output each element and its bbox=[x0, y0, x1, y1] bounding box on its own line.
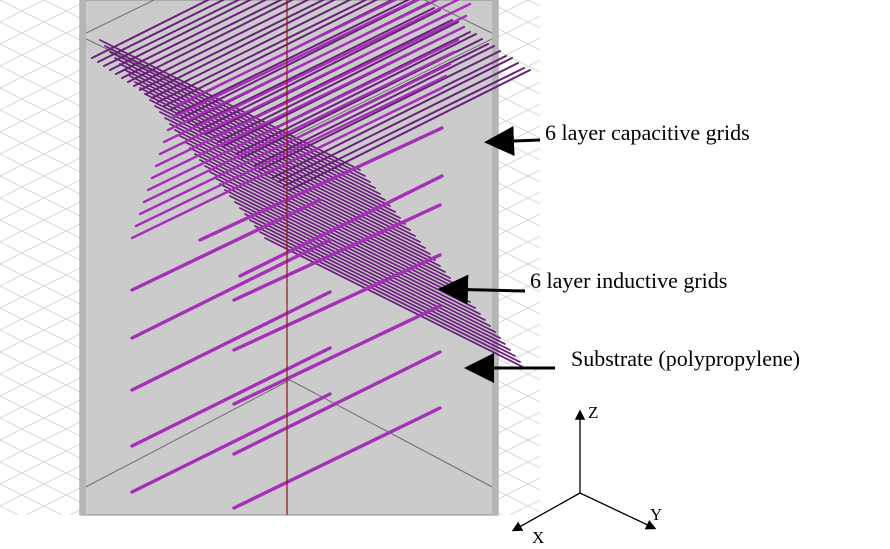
capacitive-wire bbox=[209, 171, 471, 303]
capacitive-wire bbox=[91, 0, 211, 59]
y-axis bbox=[579, 492, 657, 530]
y-axis-label: Y bbox=[650, 505, 662, 524]
capacitive-wire bbox=[119, 63, 381, 195]
capacitive-wire bbox=[103, 0, 241, 67]
inductive-wire bbox=[232, 203, 442, 302]
capacitive-wire bbox=[97, 0, 226, 63]
capacitive-wire bbox=[264, 237, 526, 369]
inductive-wire bbox=[232, 304, 442, 406]
capacitive-wire bbox=[249, 219, 511, 351]
z-axis-label: Z bbox=[588, 403, 598, 422]
inductive-wire bbox=[198, 126, 444, 242]
capacitive-wire bbox=[133, 0, 310, 87]
inductive-grid-wires bbox=[130, 126, 444, 510]
capacitive-wire bbox=[162, 0, 461, 144]
capacitive-wire bbox=[170, 0, 419, 120]
inductive-wire bbox=[130, 238, 332, 340]
capacitive-wire bbox=[234, 201, 496, 333]
capacitive-grid-wires bbox=[91, 0, 531, 369]
capacitive-wire bbox=[121, 0, 283, 79]
capacitive-wire bbox=[151, 0, 352, 99]
capacitive-wire bbox=[129, 75, 391, 207]
capacitive-arrow bbox=[484, 126, 541, 157]
inductive-wire bbox=[130, 290, 332, 392]
capacitive-wire bbox=[104, 45, 366, 177]
capacitive-wire bbox=[142, 50, 456, 204]
capacitive-wire bbox=[157, 0, 368, 103]
capacitive-wire bbox=[214, 177, 476, 309]
substrate-bottom-face bbox=[79, 379, 499, 491]
coordinate-axes: Z X Y bbox=[511, 403, 662, 547]
inductive-wire bbox=[130, 346, 332, 448]
capacitive-wire bbox=[124, 69, 386, 201]
capacitive-wire bbox=[181, 0, 421, 119]
capacitive-wire bbox=[169, 123, 431, 255]
capacitive-wire bbox=[145, 0, 337, 95]
capacitive-wire bbox=[158, 2, 472, 156]
capacitive-wire bbox=[154, 105, 416, 237]
capacitive-wire bbox=[163, 0, 379, 107]
capacitive-wire bbox=[184, 141, 446, 273]
capacitive-wire bbox=[134, 74, 448, 228]
capacitive-wire bbox=[166, 0, 440, 132]
capacitive-wire bbox=[127, 0, 295, 83]
x-axis bbox=[511, 492, 581, 532]
capacitive-wire bbox=[219, 183, 481, 315]
capacitive-wire bbox=[150, 26, 464, 180]
capacitive-wire bbox=[139, 0, 326, 91]
capacitive-wire bbox=[146, 38, 460, 192]
capacitive-wire bbox=[239, 207, 501, 339]
inductive-wire bbox=[232, 253, 442, 352]
inductive-wire bbox=[232, 406, 442, 510]
capacitive-wire bbox=[175, 0, 411, 115]
capacitive-wire bbox=[174, 0, 398, 108]
inductive-wire bbox=[232, 350, 442, 456]
capacitive-wire bbox=[179, 135, 441, 267]
capacitive-wire bbox=[109, 51, 371, 183]
capacitive-wire bbox=[154, 14, 468, 168]
substrate-label: Substrate (polypropylene) bbox=[571, 346, 800, 371]
x-axis-label: X bbox=[532, 528, 544, 547]
capacitive-wire bbox=[204, 165, 466, 297]
capacitive-wire bbox=[139, 87, 401, 219]
inductive-arrow bbox=[438, 274, 526, 305]
inductive-wire bbox=[130, 198, 322, 292]
inductive-wire bbox=[238, 174, 444, 278]
capacitive-wire bbox=[244, 213, 506, 345]
capacitive-wire bbox=[174, 129, 436, 261]
capacitive-wire bbox=[199, 159, 461, 291]
capacitive-wire bbox=[138, 62, 452, 216]
inductive-label: 6 layer inductive grids bbox=[530, 268, 727, 293]
capacitive-wire bbox=[253, 45, 495, 167]
capacitive-wire bbox=[115, 0, 268, 75]
capacitive-wire bbox=[271, 57, 513, 179]
substrate-right-shade bbox=[492, 0, 498, 515]
inductive-wire bbox=[130, 392, 332, 494]
capacitive-label: 6 layer capacitive grids bbox=[545, 120, 750, 145]
capacitive-wire bbox=[149, 99, 411, 231]
substrate-left-shade bbox=[80, 0, 86, 515]
capacitive-wire bbox=[109, 0, 253, 71]
